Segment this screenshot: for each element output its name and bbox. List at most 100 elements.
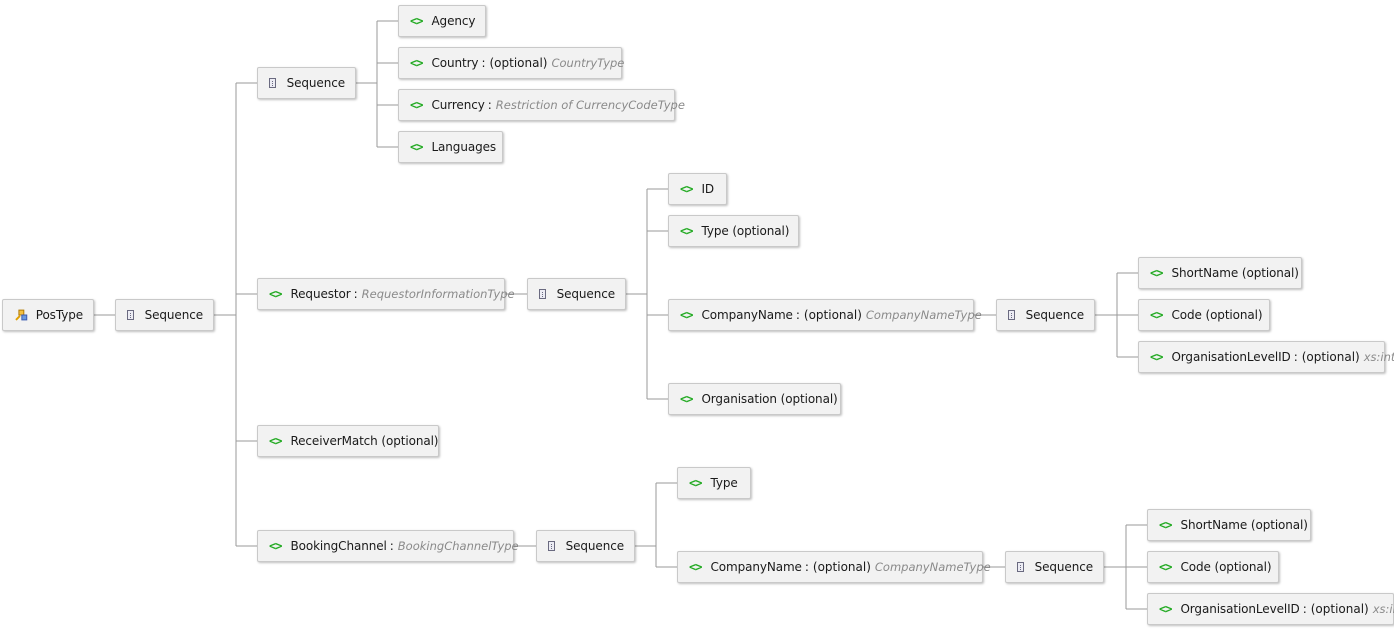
node-label: Sequence [565, 539, 625, 553]
node-label: Sequence [556, 287, 616, 301]
bookingchannel-node[interactable]: <> BookingChannel:BookingChannelType [257, 530, 519, 562]
type-name: CompanyNameType [865, 308, 982, 322]
element-icon: <> [689, 476, 702, 490]
optional-qualifier: (optional) [489, 56, 548, 70]
code1-node[interactable]: <> Code (optional) [1138, 299, 1270, 331]
node-label: Code (optional) [1171, 308, 1263, 322]
seq4-node[interactable]: Sequence [536, 530, 635, 562]
type-name: RequestorInformationType [361, 287, 515, 301]
node-label: Sequence [144, 308, 204, 322]
type-name: xs:int [1363, 350, 1394, 364]
seq5-node[interactable]: Sequence [1005, 551, 1104, 583]
element-icon: <> [1159, 518, 1172, 532]
node-label: Sequence [1034, 560, 1094, 574]
sequence-icon [1008, 310, 1015, 320]
type-name: BookingChannelType [397, 539, 519, 553]
requestor-node[interactable]: <> Requestor:RequestorInformationType [257, 278, 515, 310]
complex-type-icon [15, 309, 28, 321]
node-label: Sequence [286, 76, 346, 90]
node-label: Agency [431, 14, 476, 28]
node-label: ID [701, 182, 715, 196]
sequence-icon [269, 78, 276, 88]
node-label: OrganisationLevelID [1171, 350, 1291, 364]
optional-qualifier: (optional) [1301, 350, 1360, 364]
code2-node[interactable]: <> Code (optional) [1147, 551, 1279, 583]
sequence-icon [539, 289, 546, 299]
element-icon: <> [680, 392, 693, 406]
optional-qualifier: (optional) [1310, 602, 1369, 616]
sequence-icon [127, 310, 134, 320]
separator: : [1293, 350, 1298, 364]
seq1-node[interactable]: Sequence [257, 67, 356, 99]
node-label: Organisation (optional) [701, 392, 838, 406]
element-icon: <> [269, 434, 282, 448]
type-name: xs:int [1372, 602, 1394, 616]
type2-node[interactable]: <> Type [677, 467, 751, 499]
orglevel1-node[interactable]: <> OrganisationLevelID:(optional)xs:int [1138, 341, 1394, 373]
node-label: BookingChannel [290, 539, 387, 553]
element-icon: <> [269, 287, 282, 301]
separator: : [389, 539, 394, 553]
separator: : [804, 560, 809, 574]
country-node[interactable]: <> Country:(optional)CountryType [398, 47, 625, 79]
shortname2-node[interactable]: <> ShortName (optional) [1147, 509, 1311, 541]
type-name: Restriction of CurrencyCodeType [495, 98, 685, 112]
element-icon: <> [1159, 560, 1172, 574]
type1-node[interactable]: <>Type (optional) [668, 215, 799, 247]
shortname1-node[interactable]: <> ShortName (optional) [1138, 257, 1302, 289]
agency-node[interactable]: <> Agency [398, 5, 486, 37]
node-label: ShortName (optional) [1171, 266, 1299, 280]
node-label: CompanyName [701, 308, 793, 322]
type-name: CountryType [551, 56, 625, 70]
node-label: CompanyName [710, 560, 802, 574]
type-name: CompanyNameType [874, 560, 991, 574]
element-icon: <> [410, 98, 423, 112]
node-label: Languages [431, 140, 497, 154]
node-label: Country [431, 56, 479, 70]
seq2-node[interactable]: Sequence [527, 278, 626, 310]
seq0-node[interactable]: Sequence [115, 299, 214, 331]
separator: : [481, 56, 486, 70]
element-icon: <> [1150, 308, 1163, 322]
currency-node[interactable]: <> Currency:Restriction of CurrencyCodeTy… [398, 89, 685, 121]
element-icon: <> [680, 224, 693, 238]
optional-qualifier: (optional) [812, 560, 871, 574]
node-label: Currency [431, 98, 485, 112]
node-label: Type [710, 476, 738, 490]
receivermatch-node[interactable]: <> ReceiverMatch (optional) [257, 425, 439, 457]
separator: : [487, 98, 492, 112]
id-node[interactable]: <> ID [668, 173, 727, 205]
orglevel2-node[interactable]: <> OrganisationLevelID:(optional)xs:int [1147, 593, 1394, 625]
organisation-node[interactable]: <> Organisation (optional) [668, 383, 841, 415]
element-icon: <> [689, 560, 702, 574]
element-icon: <> [680, 308, 693, 322]
sequence-icon [1017, 562, 1024, 572]
element-icon: <> [269, 539, 282, 553]
optional-qualifier: (optional) [803, 308, 862, 322]
element-icon: <> [1150, 350, 1163, 364]
node-label: ReceiverMatch (optional) [290, 434, 439, 448]
seq3-node[interactable]: Sequence [996, 299, 1095, 331]
element-icon: <> [410, 140, 423, 154]
companyname2-node[interactable]: <> CompanyName:(optional)CompanyNameType [677, 551, 991, 583]
separator: : [1302, 602, 1307, 616]
postype-node[interactable]: PosType [2, 299, 94, 331]
separator: : [795, 308, 800, 322]
node-label: OrganisationLevelID [1180, 602, 1300, 616]
sequence-icon [548, 541, 555, 551]
element-icon: <> [410, 56, 423, 70]
node-label: ShortName (optional) [1180, 518, 1308, 532]
companyname1-node[interactable]: <> CompanyName:(optional)CompanyNameType [668, 299, 982, 331]
element-icon: <> [680, 182, 693, 196]
node-label: PosType [35, 308, 83, 322]
element-icon: <> [410, 14, 423, 28]
node-label: Sequence [1025, 308, 1085, 322]
separator: : [353, 287, 358, 301]
element-icon: <> [1150, 266, 1163, 280]
node-label: Code (optional) [1180, 560, 1272, 574]
languages-node[interactable]: <> Languages [398, 131, 503, 163]
element-icon: <> [1159, 602, 1172, 616]
node-label: Requestor [290, 287, 351, 301]
